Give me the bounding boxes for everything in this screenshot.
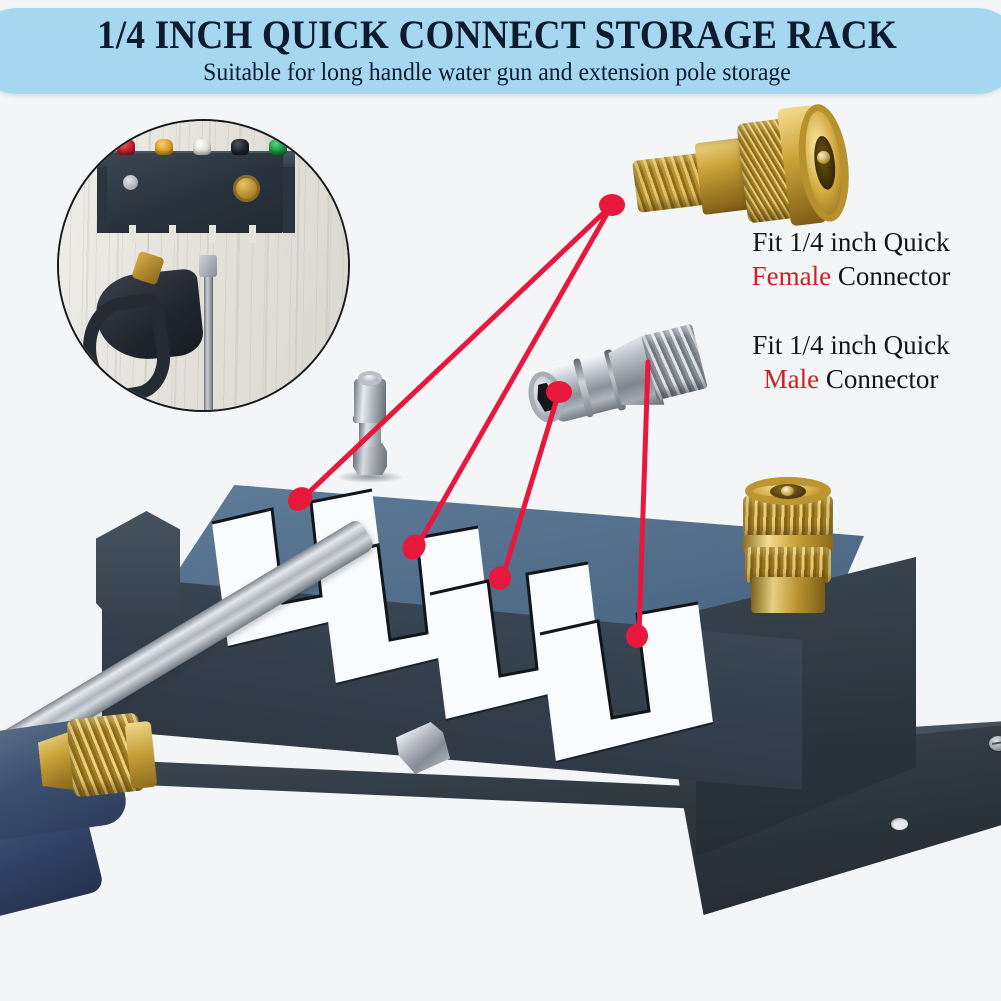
label-female-line1: Fit 1/4 inch Quick	[752, 227, 950, 257]
plug-neck	[359, 421, 381, 447]
brass-female-coupler	[627, 95, 856, 244]
inset-screw-fitting	[123, 175, 138, 190]
inset-rack-right-wing	[283, 151, 295, 233]
label-male-connector: Fit 1/4 inch Quick Male Connector	[706, 328, 996, 396]
label-male-line2: Male Connector	[706, 362, 996, 396]
plug-top-face	[358, 371, 382, 386]
label-female-highlight: Female	[751, 261, 832, 291]
mounting-screw	[989, 736, 1001, 751]
label-female-connector: Fit 1/4 inch Quick Female Connector	[706, 225, 996, 293]
page-title: 1/4 INCH QUICK CONNECT STORAGE RACK	[97, 12, 897, 57]
pressure-washer-gun	[0, 700, 222, 919]
label-male-rest: Connector	[819, 364, 939, 394]
label-female-rest: Connector	[831, 261, 951, 291]
inset-rack-slots	[107, 225, 283, 247]
inset-brass-coupler	[233, 175, 260, 202]
gun-brass-cap	[124, 720, 158, 790]
nozzle-red	[117, 139, 135, 155]
mounting-hole	[891, 818, 908, 830]
inset-photo-wall-mounted-rack	[57, 119, 350, 412]
label-male-highlight: Male	[763, 364, 820, 394]
brass-base-hex	[751, 577, 825, 613]
nozzle-white	[193, 139, 211, 155]
page-subtitle: Suitable for long handle water gun and e…	[203, 59, 791, 86]
nozzle-green	[269, 139, 287, 155]
inset-extension-pole	[204, 269, 213, 410]
inset-rack-left-wing	[97, 151, 109, 233]
plug-hex-base	[353, 443, 387, 475]
brass-socket-ball	[781, 486, 794, 496]
label-male-line1: Fit 1/4 inch Quick	[752, 330, 950, 360]
brass-coupler-on-rack	[737, 477, 841, 619]
nozzle-yellow	[155, 139, 173, 155]
inset-pole-tip	[199, 255, 217, 277]
callout-dot-anchor-female	[599, 194, 625, 216]
header-banner: 1/4 INCH QUICK CONNECT STORAGE RACK Suit…	[0, 8, 1001, 94]
nozzle-black	[231, 139, 249, 155]
small-steel-male-plug	[337, 371, 403, 483]
label-female-line2: Female Connector	[706, 259, 996, 293]
